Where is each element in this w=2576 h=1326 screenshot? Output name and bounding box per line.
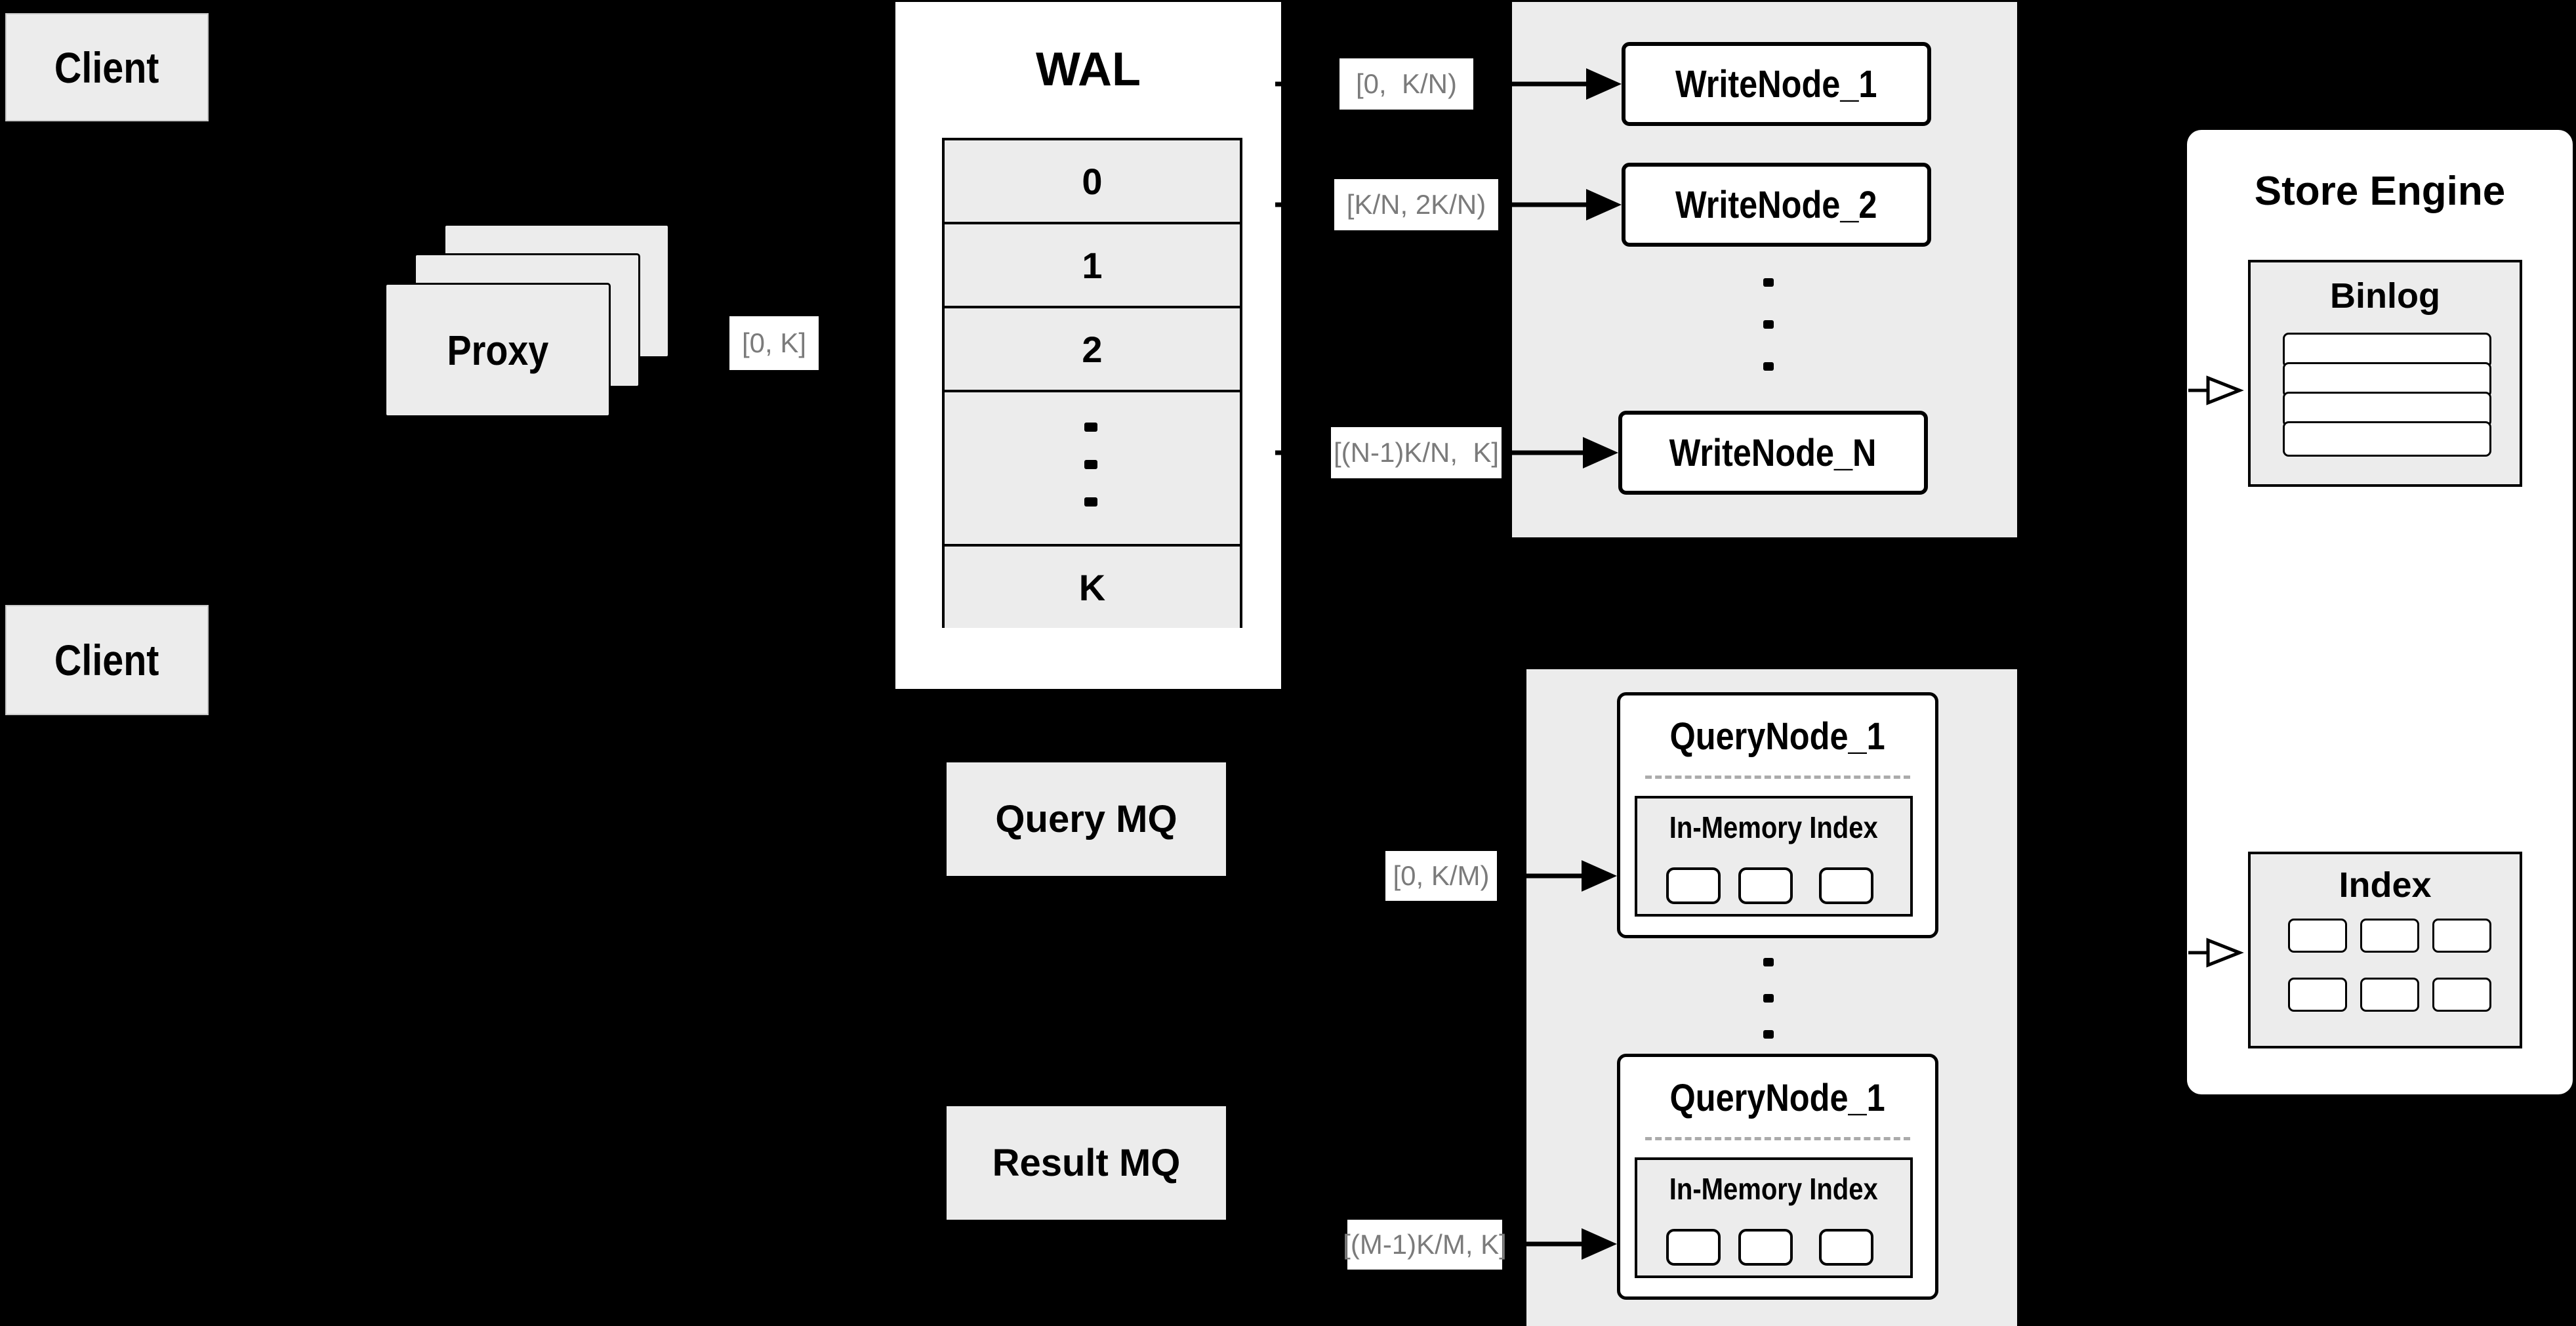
query-node-bottom-title-text: QueryNode_1 — [1669, 1076, 1886, 1119]
wal-row-k-label: K — [1078, 566, 1106, 608]
result-mq-label: Result MQ — [992, 1142, 1181, 1184]
proxy-label: Proxy — [447, 326, 548, 374]
index-cell — [2432, 919, 2491, 953]
index-cell — [2288, 919, 2347, 953]
binlog-row — [2283, 421, 2491, 457]
ellipsis-dot — [1763, 278, 1774, 287]
query-mq-label: Query MQ — [995, 798, 1177, 840]
result-mq-box: Result MQ — [947, 1106, 1226, 1220]
query-node-top-title-text: QueryNode_1 — [1669, 715, 1886, 758]
query-node-top-title: QueryNode_1 — [1620, 710, 1935, 762]
query-node-bottom-title: QueryNode_1 — [1620, 1071, 1935, 1124]
wal-row-1-label: 1 — [1082, 244, 1103, 286]
binlog-title: Binlog — [2251, 274, 2520, 318]
range-label-write-n: [(N-1)K/N, K] — [1331, 427, 1502, 478]
in-memory-index-bottom-title: In-Memory Index — [1637, 1168, 1910, 1210]
index-title: Index — [2251, 863, 2520, 907]
index-segment — [1819, 1229, 1873, 1266]
client-top-label: Client — [54, 43, 159, 92]
write-node-n-label: WriteNode_N — [1669, 431, 1877, 474]
index-segment — [1819, 867, 1873, 904]
ellipsis-dot — [1084, 460, 1097, 469]
wal-title-text: WAL — [1036, 43, 1141, 96]
index-cell — [2360, 919, 2419, 953]
in-memory-index-bottom-text: In-Memory Index — [1669, 1172, 1878, 1206]
index-title-text: Index — [2339, 865, 2432, 905]
wal-row-0: 0 — [945, 140, 1240, 222]
client-box-bottom: Client — [5, 605, 209, 715]
wal-segment-table: 0 1 2 K — [942, 138, 1242, 628]
index-segment — [1666, 867, 1721, 904]
index-cell — [2360, 978, 2419, 1012]
wal-row-ellipsis — [945, 390, 1240, 544]
wal-row-2-label: 2 — [1082, 328, 1103, 370]
in-memory-index-top-text: In-Memory Index — [1669, 810, 1878, 844]
write-node-2-box: WriteNode_2 — [1622, 163, 1931, 247]
wal-title: WAL — [895, 38, 1281, 100]
wal-row-k: K — [945, 544, 1240, 628]
index-segment — [1738, 867, 1793, 904]
index-cell — [2288, 978, 2347, 1012]
wal-row-0-label: 0 — [1082, 160, 1103, 202]
store-engine-title-text: Store Engine — [2254, 168, 2506, 214]
index-segment — [1666, 1229, 1721, 1266]
ellipsis-dot — [1763, 362, 1774, 371]
binlog-title-text: Binlog — [2330, 276, 2440, 316]
ellipsis-dot — [1084, 423, 1097, 432]
range-label-query-first: [0, K/M) — [1385, 851, 1497, 901]
range-label-write-2: [K/N, 2K/N) — [1334, 179, 1498, 230]
write-node-2-label: WriteNode_2 — [1675, 183, 1877, 226]
query-mq-box: Query MQ — [947, 762, 1226, 876]
dashed-divider — [1645, 1137, 1910, 1140]
range-label-proxy-out: [0, K] — [729, 316, 819, 370]
write-node-n-box: WriteNode_N — [1618, 411, 1928, 495]
in-memory-index-top-title: In-Memory Index — [1637, 806, 1910, 848]
wal-row-2: 2 — [945, 306, 1240, 390]
index-cell — [2432, 978, 2491, 1012]
ellipsis-dot — [1763, 320, 1774, 329]
ellipsis-dot — [1084, 497, 1097, 507]
ellipsis-dot — [1763, 1030, 1774, 1039]
index-segment — [1738, 1229, 1793, 1266]
wal-row-1: 1 — [945, 222, 1240, 306]
range-label-write-1: [0, K/N) — [1339, 58, 1473, 110]
range-label-query-last: [(M-1)K/M, K] — [1343, 1220, 1507, 1270]
ellipsis-dot — [1763, 958, 1774, 966]
ellipsis-dot — [1763, 994, 1774, 1003]
proxy-box: Proxy — [384, 283, 611, 417]
write-node-1-box: WriteNode_1 — [1622, 42, 1931, 126]
dashed-divider — [1645, 776, 1910, 779]
store-engine-title: Store Engine — [2187, 161, 2573, 220]
client-bottom-label: Client — [54, 636, 159, 684]
write-node-1-label: WriteNode_1 — [1675, 62, 1877, 106]
client-box-top: Client — [5, 13, 209, 121]
